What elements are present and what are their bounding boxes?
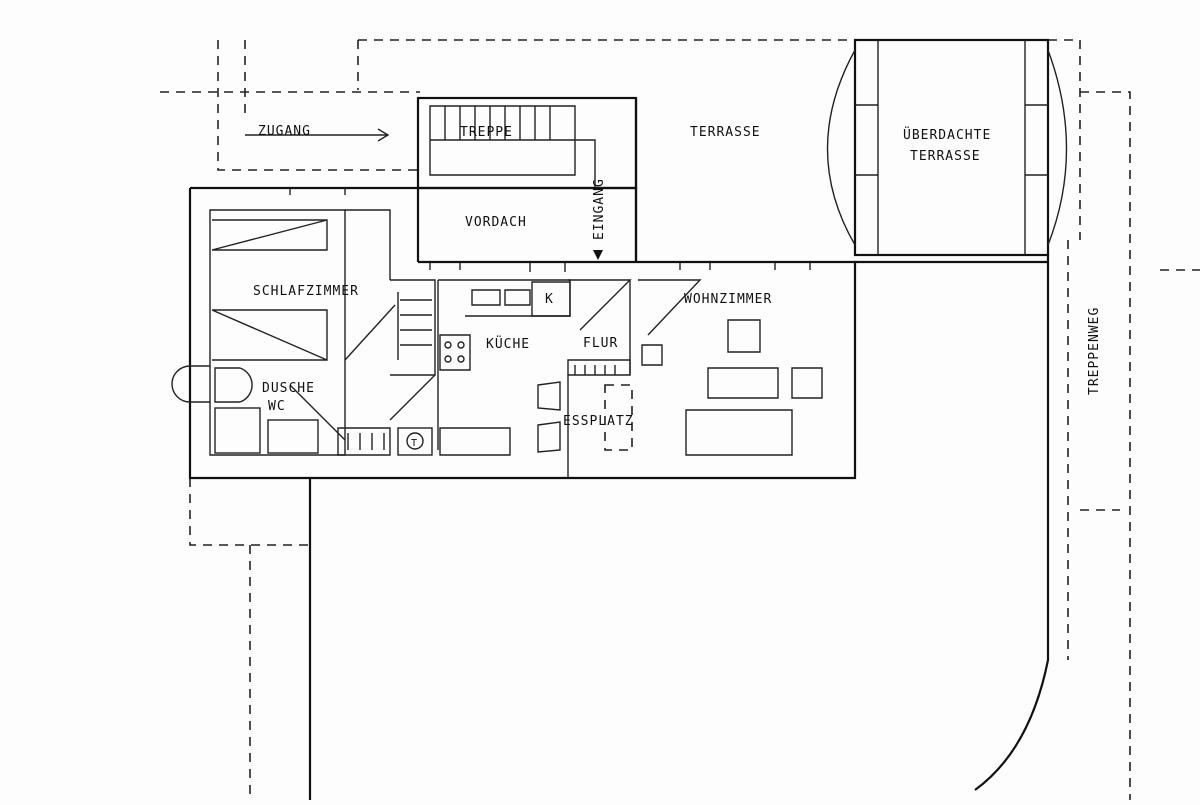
- label-wc: WC: [268, 399, 286, 414]
- label-schlafzimmer: SCHLAFZIMMER: [253, 284, 359, 299]
- label-essplatz: ESSPLATZ: [563, 414, 634, 429]
- label-trockner: T: [411, 438, 418, 449]
- label-flur: FLUR: [583, 336, 618, 351]
- label-zugang: ZUGANG: [258, 124, 311, 139]
- label-dusche: DUSCHE: [262, 381, 315, 396]
- covered-terrace: [826, 38, 1068, 257]
- label-ueberdachte: ÜBERDACHTE: [903, 126, 991, 143]
- label-terrasse: TERRASSE: [690, 125, 761, 140]
- label-vordach: VORDACH: [465, 215, 527, 230]
- label-treppe: TREPPE: [460, 125, 513, 140]
- building-walls: [171, 98, 1050, 800]
- label-eingang: EINGANG: [592, 178, 607, 240]
- site-boundaries: [160, 39, 1200, 800]
- label-kueche: KÜCHE: [486, 335, 530, 352]
- label-treppenweg: TREPPENWEG: [1087, 307, 1102, 395]
- label-ueberdachte-terrasse: TERRASSE: [910, 149, 981, 164]
- label-wohnzimmer: WOHNZIMMER: [684, 292, 772, 307]
- stair: [416, 96, 638, 190]
- label-kuehlschrank: K: [545, 292, 554, 307]
